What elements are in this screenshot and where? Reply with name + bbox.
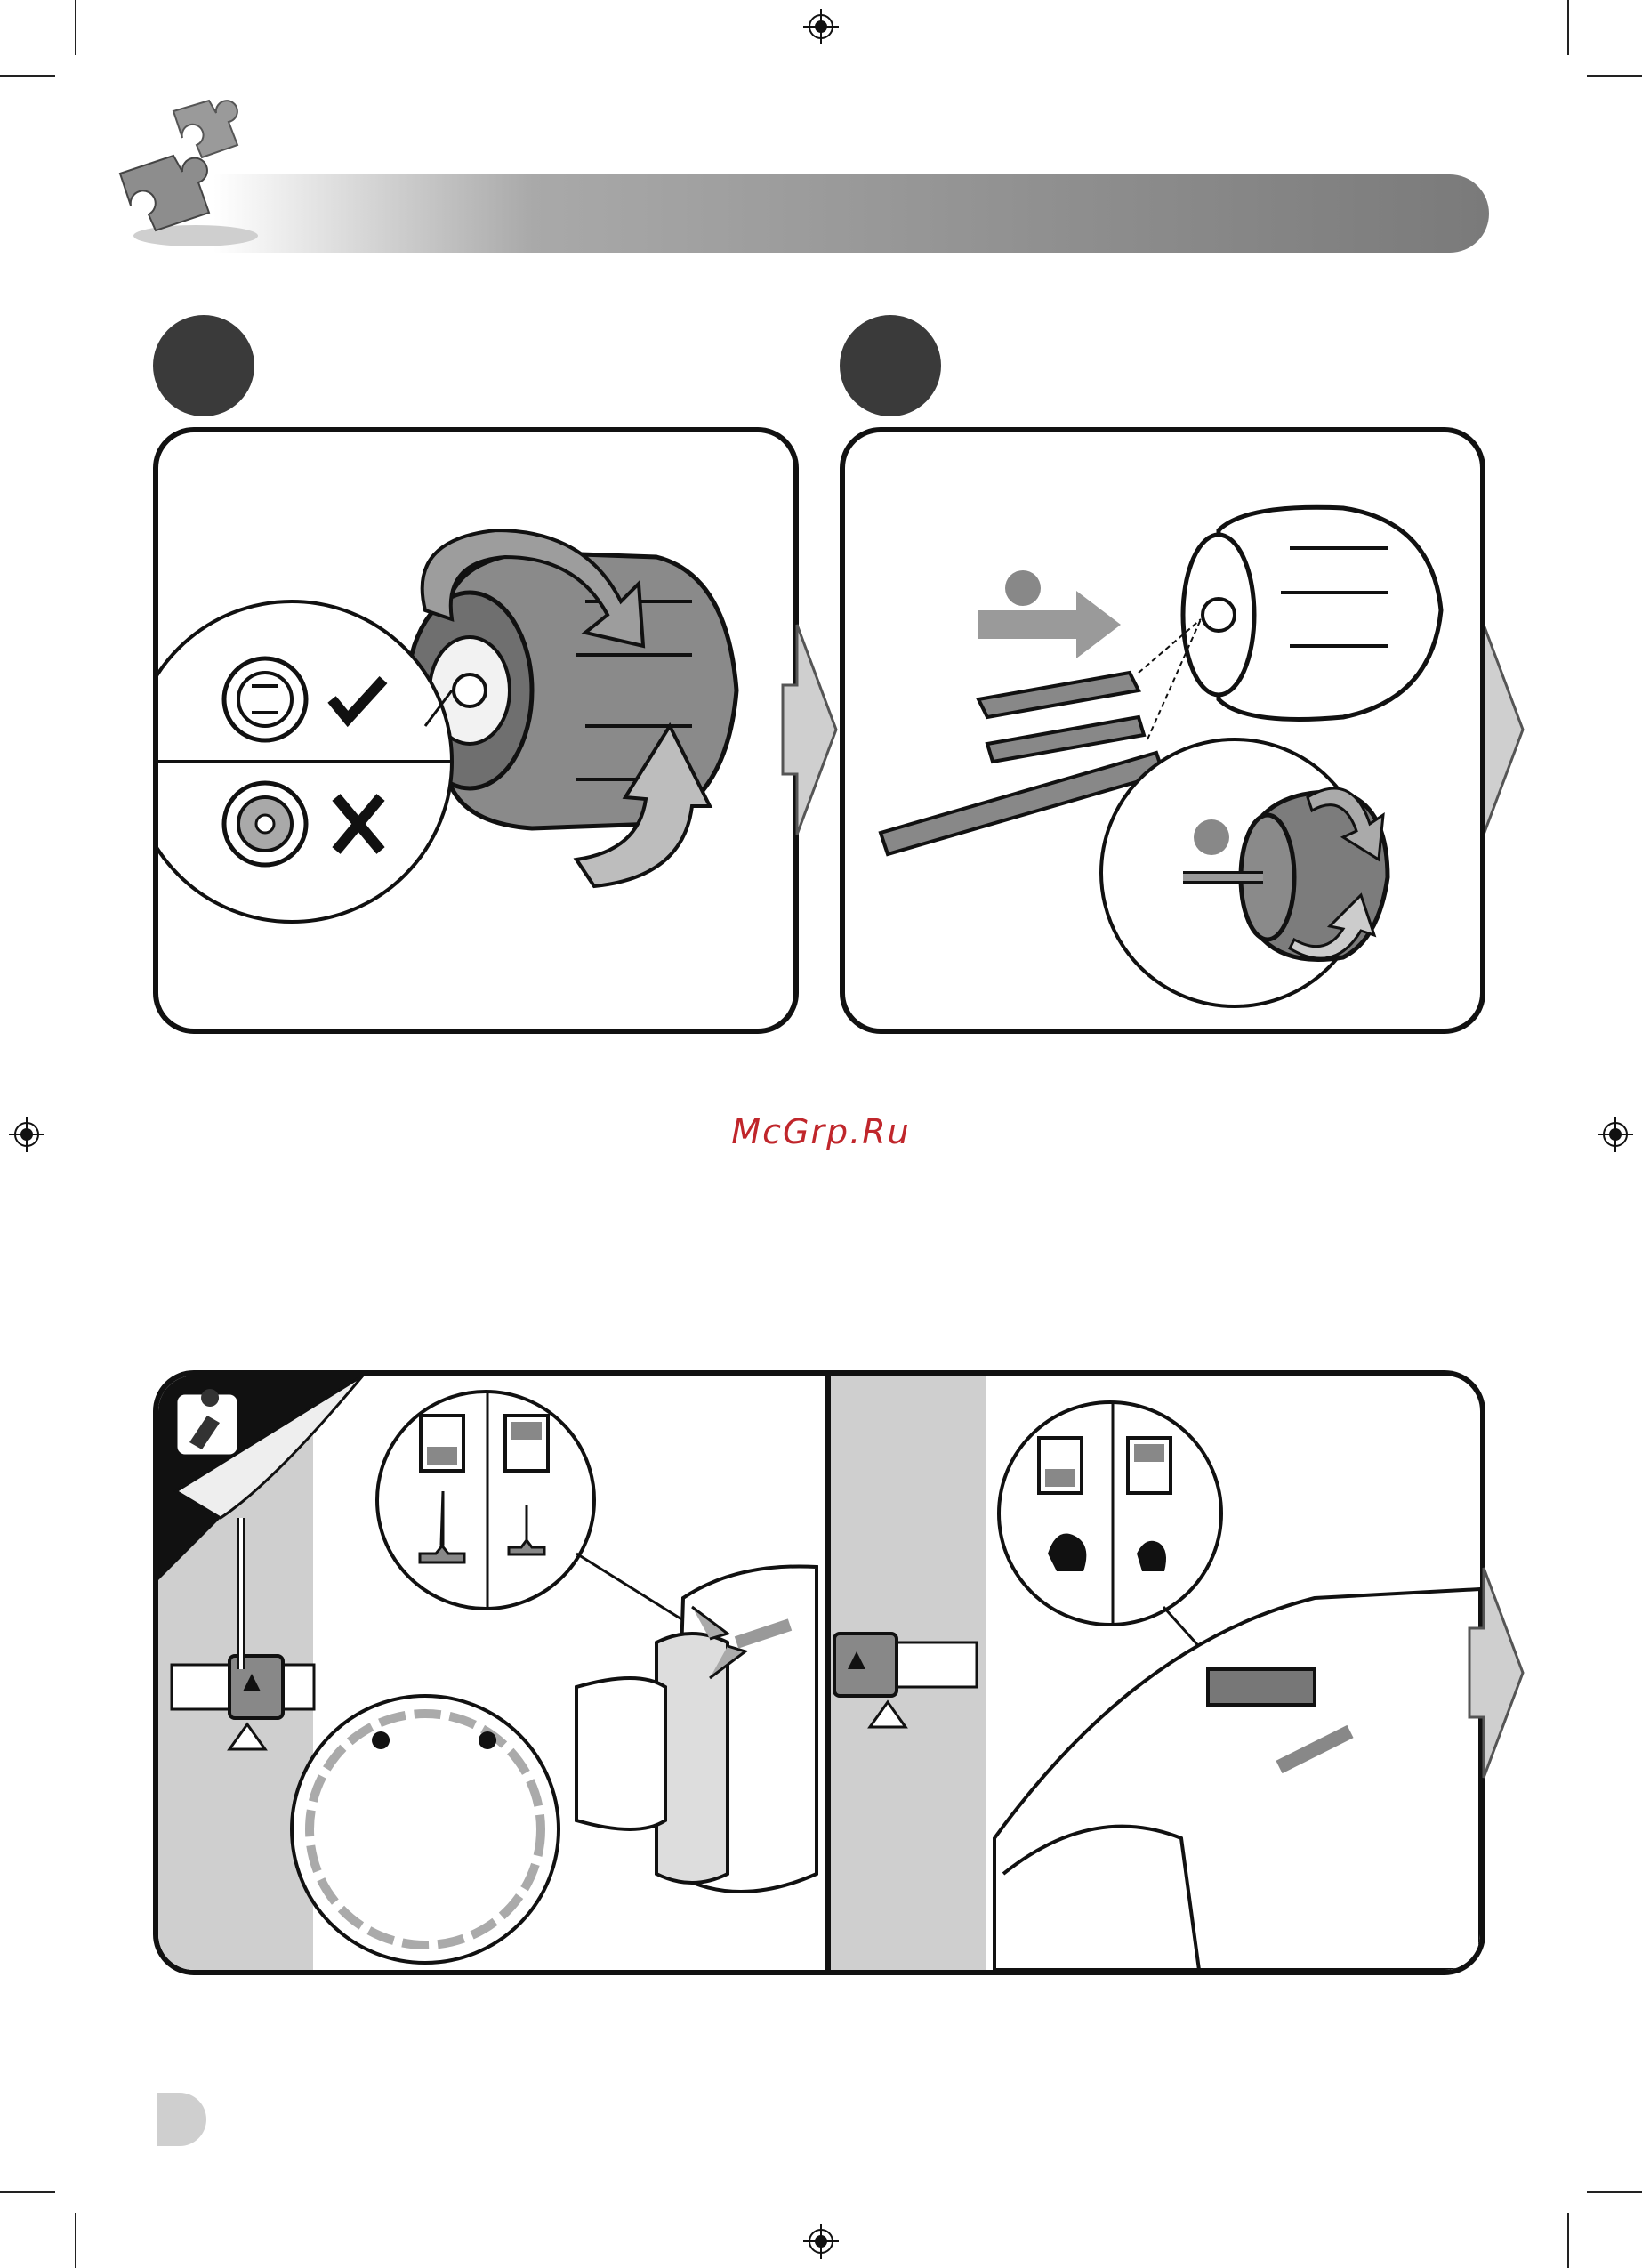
settings-panel xyxy=(153,1370,1485,1975)
watermark-text: McGrp.Ru xyxy=(0,1112,1642,1151)
crop-mark xyxy=(1587,75,1642,77)
crop-mark xyxy=(0,2191,55,2193)
header-bar xyxy=(107,169,1494,258)
drill-settings-illustration xyxy=(158,1376,1480,1970)
page-number-tab xyxy=(157,2093,206,2146)
crop-mark xyxy=(1567,2213,1569,2268)
step-2-panel xyxy=(840,427,1485,1034)
puzzle-pieces-icon xyxy=(111,93,262,254)
crop-mark xyxy=(1587,2191,1642,2193)
speed-selector-icon xyxy=(999,1402,1221,1625)
registration-mark-icon xyxy=(803,2224,839,2259)
crop-mark xyxy=(0,75,55,77)
next-arrow-icon xyxy=(781,623,838,836)
bit-insert-icon xyxy=(845,432,1480,1029)
torque-selector-icon xyxy=(377,1392,594,1609)
step-1-marker xyxy=(153,315,254,416)
crop-mark xyxy=(75,0,76,55)
step-1-panel xyxy=(153,427,799,1034)
crop-mark xyxy=(75,2213,76,2268)
step-2-marker xyxy=(840,315,941,416)
registration-mark-icon xyxy=(803,9,839,44)
crop-mark xyxy=(1567,0,1569,55)
next-arrow-icon xyxy=(1468,1566,1525,1780)
chuck-rotate-icon xyxy=(158,432,793,1029)
